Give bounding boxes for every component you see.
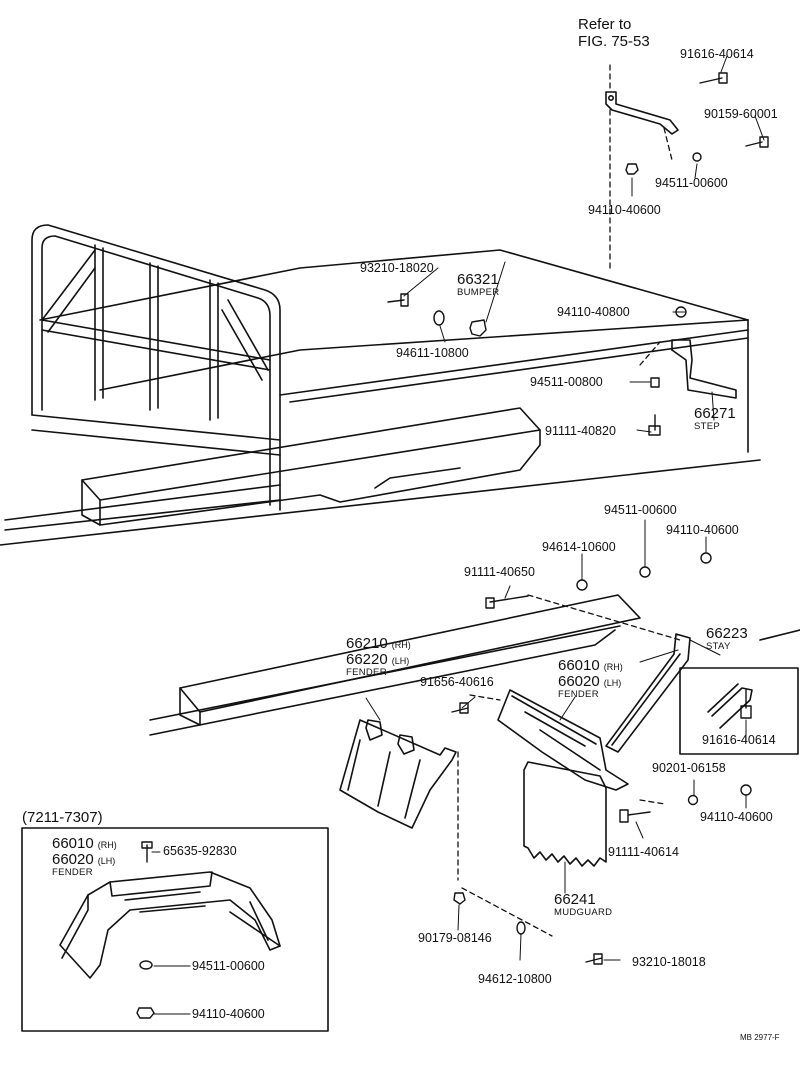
label-94110-40600-top: 94110-40600 xyxy=(588,203,661,217)
part-number-66223: 66223 xyxy=(706,625,748,642)
part-name-stay: STAY xyxy=(706,641,731,652)
label-90159-60001: 90159-60001 xyxy=(704,107,778,121)
part-number-66210: 66210 xyxy=(346,635,388,652)
inset-part-number-66010: 66010 xyxy=(52,835,94,852)
side-beam-drawing xyxy=(149,594,800,736)
tag-rh: (RH) xyxy=(97,840,117,850)
label-94110-40600-mid: 94110-40600 xyxy=(666,523,739,537)
fender-66010-drawing xyxy=(497,689,629,791)
inset-fender-label: 66010(RH) 66020(LH) FENDER xyxy=(52,836,117,878)
part-number-66241: 66241 xyxy=(554,891,596,908)
label-91656-40616: 91656-40616 xyxy=(420,675,494,689)
label-94511-00600-top: 94511-00600 xyxy=(655,176,728,190)
hardware-drawings xyxy=(136,72,769,1019)
part-number-66020: 66020 xyxy=(558,673,600,690)
label-93210-18020: 93210-18020 xyxy=(360,261,434,275)
inset-box xyxy=(21,827,329,1032)
inset-part-name-fender: FENDER xyxy=(52,867,93,878)
label-91111-40820: 91111-40820 xyxy=(545,424,616,438)
assembly-lines xyxy=(457,64,681,937)
label-94612-10800: 94612-10800 xyxy=(478,972,552,986)
refer-note: Refer to FIG. 75-53 xyxy=(578,17,650,49)
stay-drawing xyxy=(605,633,691,753)
tag-rh: (RH) xyxy=(391,640,411,650)
label-93210-18018: 93210-18018 xyxy=(632,955,706,969)
inset-part-number-66020: 66020 xyxy=(52,851,94,868)
truck-bed-drawing xyxy=(0,224,761,546)
footer-code: MB 2977-F xyxy=(740,1033,780,1042)
label-94511-00800: 94511-00800 xyxy=(530,375,603,389)
part-name-mudguard: MUDGUARD xyxy=(554,907,613,918)
label-66223: 66223 STAY xyxy=(706,626,748,652)
fender-66210-drawing xyxy=(339,719,457,829)
part-number-66010: 66010 xyxy=(558,657,600,674)
label-94110-40800: 94110-40800 xyxy=(557,305,630,319)
label-91616-40614-top: 91616-40614 xyxy=(680,47,754,61)
part-name-bumper: BUMPER xyxy=(457,287,500,298)
label-90201-06158: 90201-06158 xyxy=(652,761,726,775)
label-inset-94110-40600: 94110-40600 xyxy=(192,1007,265,1021)
label-66241: 66241 MUDGUARD xyxy=(554,892,612,918)
leader-lines xyxy=(151,55,765,1015)
refer-note-line1: Refer to xyxy=(578,16,632,33)
inset-fender-drawing xyxy=(59,871,281,979)
tag-lh: (LH) xyxy=(603,678,622,688)
part-name-step: STEP xyxy=(694,421,721,432)
part-name-fender: FENDER xyxy=(558,689,599,700)
label-90179-08146: 90179-08146 xyxy=(418,931,492,945)
part-number-66220: 66220 xyxy=(346,651,388,668)
part-number-66321: 66321 xyxy=(457,271,499,288)
label-65635-92830: 65635-92830 xyxy=(163,844,237,858)
label-66271: 66271 STEP xyxy=(694,406,736,432)
label-91616-40614-inset: 91616-40614 xyxy=(702,733,776,747)
stay-detail-box xyxy=(679,667,799,755)
upper-stay-drawing xyxy=(605,91,679,135)
label-inset-94511-00600: 94511-00600 xyxy=(192,959,265,973)
label-94110-40600-low: 94110-40600 xyxy=(700,810,773,824)
refer-note-line2: FIG. 75-53 xyxy=(578,33,650,50)
part-number-66271: 66271 xyxy=(694,405,736,422)
inset-date-range: (7211-7307) xyxy=(22,809,103,826)
label-66210-66220: 66210(RH) 66220(LH) FENDER xyxy=(346,636,411,678)
label-94614-10600: 94614-10600 xyxy=(542,540,616,554)
label-66321: 66321 BUMPER xyxy=(457,272,499,298)
tag-lh: (LH) xyxy=(97,856,116,866)
label-91111-40614: 91111-40614 xyxy=(608,845,679,859)
label-91111-40650: 91111-40650 xyxy=(464,565,535,579)
part-name-fender: FENDER xyxy=(346,667,387,678)
tag-rh: (RH) xyxy=(603,662,623,672)
tag-lh: (LH) xyxy=(391,656,410,666)
mudguard-drawing xyxy=(523,761,607,867)
label-94611-10800: 94611-10800 xyxy=(396,346,469,360)
label-94511-00600-mid: 94511-00600 xyxy=(604,503,677,517)
label-66010-66020: 66010(RH) 66020(LH) FENDER xyxy=(558,658,623,700)
